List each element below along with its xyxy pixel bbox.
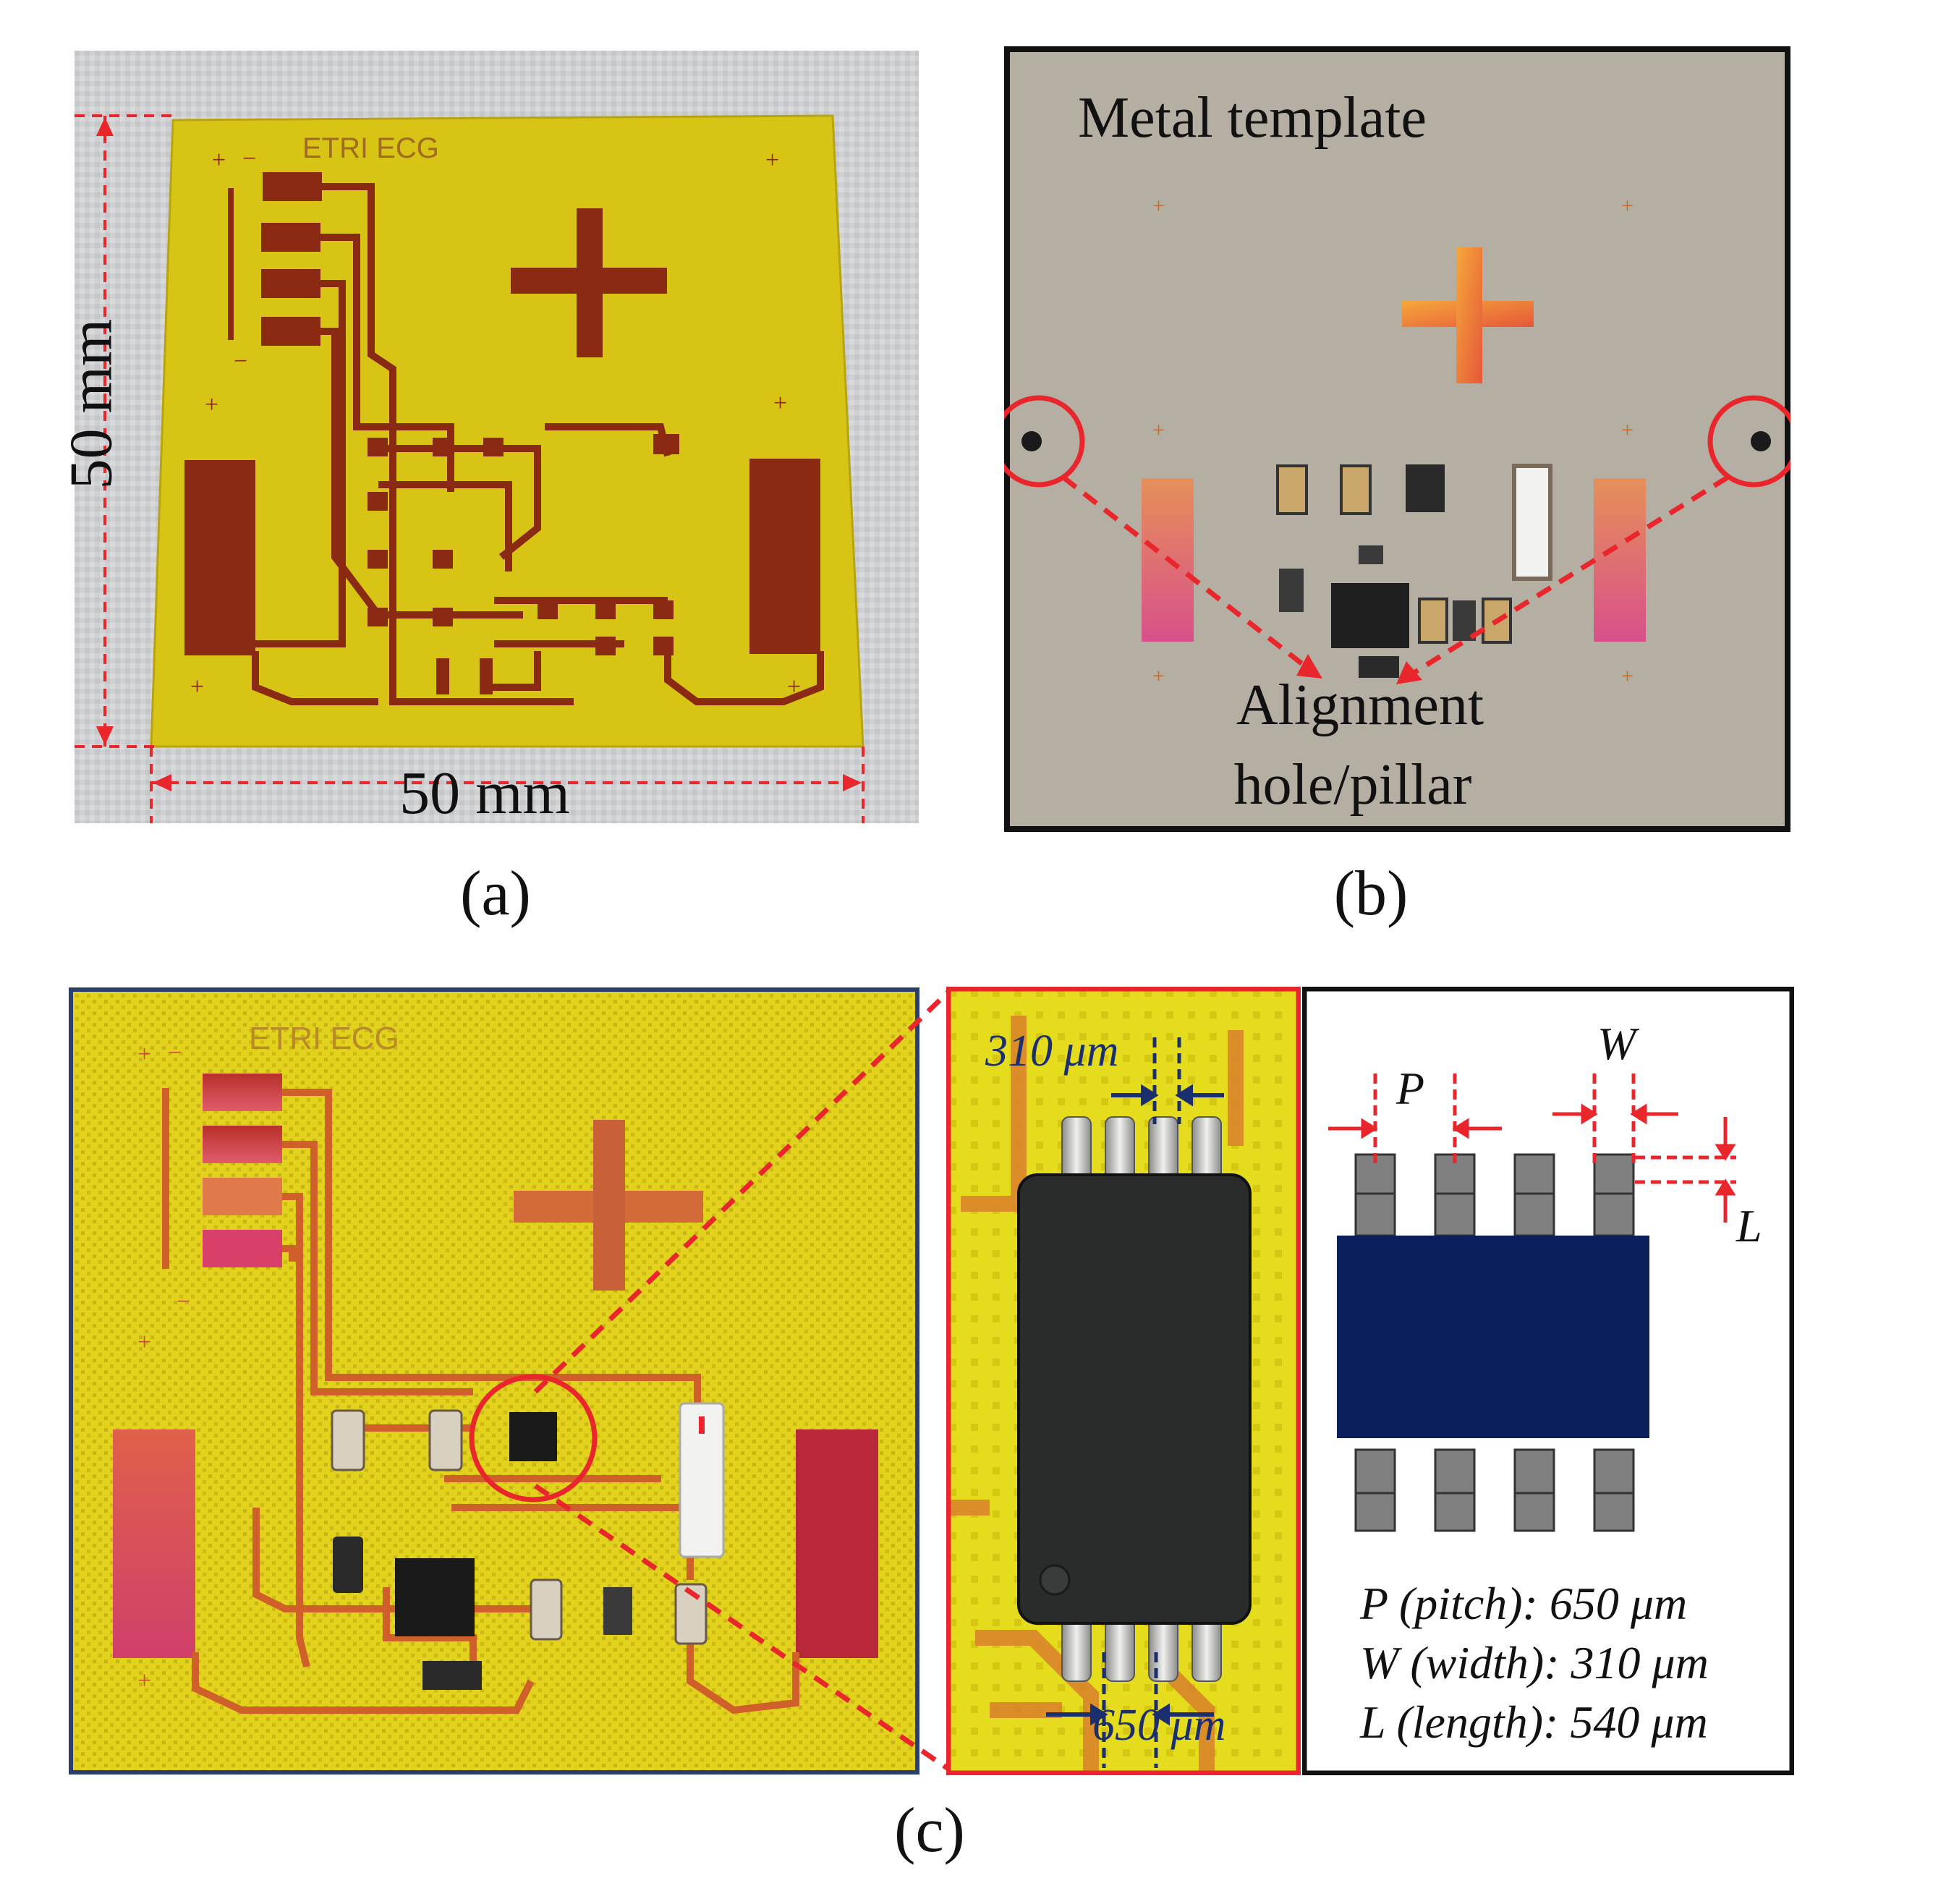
panel-b-photo: + + + + + + [993,46,1800,832]
svg-text:−: − [234,348,247,375]
caption-c: (c) [894,1795,965,1866]
board-label-c: ETRI ECG [249,1021,399,1056]
svg-text:+: + [787,673,801,700]
panel-a: + − − + + + + + ETRI ECG [75,51,919,823]
panel-c-zoom [946,986,1301,1776]
metal-template-title: Metal template [1078,86,1427,150]
zoom-pitch-label: 650 μm [1092,1701,1226,1750]
panel-c-diagram [1301,986,1795,1776]
panel-b: + + + + + + [993,46,1800,832]
zoom-width-label: 310 μm [985,1027,1119,1076]
package-diagram [1301,986,1795,1776]
p-label: P [1396,1063,1425,1114]
svg-text:+: + [773,390,787,417]
svg-text:+: + [190,673,204,700]
w-label: W [1597,1018,1636,1069]
zoom-chip-body [1017,1173,1252,1625]
svg-text:+: + [1152,664,1165,688]
board-label-a: ETRI ECG [302,132,439,164]
svg-text:+: + [1621,418,1634,442]
alignment-label-line2: hole/pillar [1233,753,1472,817]
svg-text:+: + [1152,194,1165,218]
dim-horizontal-label: 50 mm [399,760,570,827]
caption-a: (a) [460,859,531,929]
diagram-chip-body [1337,1236,1649,1438]
svg-text:+: + [765,147,779,174]
alignment-label-line1: Alignment [1236,673,1484,737]
svg-text:+: + [137,1329,151,1356]
svg-text:−: − [242,145,256,172]
panel-a-photo: + − − + + + + + ETRI ECG [75,51,919,823]
svg-text:+: + [212,147,226,174]
length-text: L (length): 540 μm [1360,1696,1708,1748]
svg-text:+: + [1152,418,1165,442]
svg-text:+: + [205,391,218,418]
panel-c-board: + − − + + ETRI ECG [68,987,920,1775]
pitch-text: P (pitch): 650 μm [1360,1578,1688,1629]
svg-text:+: + [1621,664,1634,688]
svg-text:+: + [137,1667,151,1694]
svg-text:+: + [1621,194,1634,218]
zoom-connector-lines [533,989,951,1772]
dim-vertical-label: 50 mm [57,318,125,490]
width-text: W (width): 310 μm [1360,1637,1709,1688]
caption-b: (b) [1333,859,1409,929]
svg-text:+: + [137,1041,151,1068]
svg-text:−: − [177,1288,190,1315]
svg-text:−: − [168,1040,182,1066]
l-label: L [1736,1200,1762,1251]
zoom-photo [946,986,1301,1776]
panel-c-photo: + − − + + ETRI ECG [69,987,919,1775]
chip-highlight-circle [469,1374,598,1503]
